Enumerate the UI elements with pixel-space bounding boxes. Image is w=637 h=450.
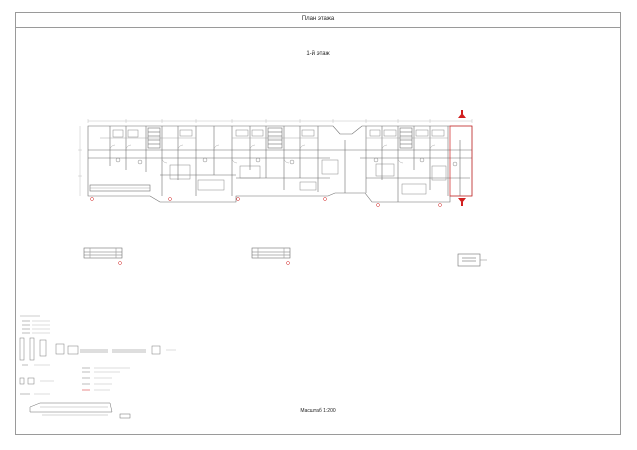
partition-walls	[109, 126, 461, 202]
highlighted-zone	[449, 125, 473, 197]
stair-blocks	[147, 127, 413, 149]
scale-label: Масштаб 1:200	[300, 408, 336, 414]
section-detail-1	[83, 247, 123, 259]
sheet-title-bar: План этажа	[16, 13, 620, 28]
section-arrow-top	[458, 113, 466, 118]
site-section	[29, 402, 131, 419]
building-outline	[87, 125, 473, 203]
section-markers	[458, 110, 466, 206]
sheet-title: План этажа	[301, 16, 335, 22]
section-detail-2	[251, 247, 291, 259]
dimension-ticks	[78, 119, 473, 196]
section-detail-3	[457, 253, 487, 267]
floor-title: 1-й этаж	[306, 51, 330, 57]
drawing-sheet: План этажа 1-й этаж Масштаб 1:200	[15, 12, 621, 435]
floor-plan	[78, 119, 473, 203]
door-swings	[109, 144, 436, 164]
axis-markers	[90, 197, 442, 265]
legend	[19, 315, 176, 395]
section-arrow-bottom	[458, 198, 466, 203]
fixtures	[112, 129, 458, 195]
